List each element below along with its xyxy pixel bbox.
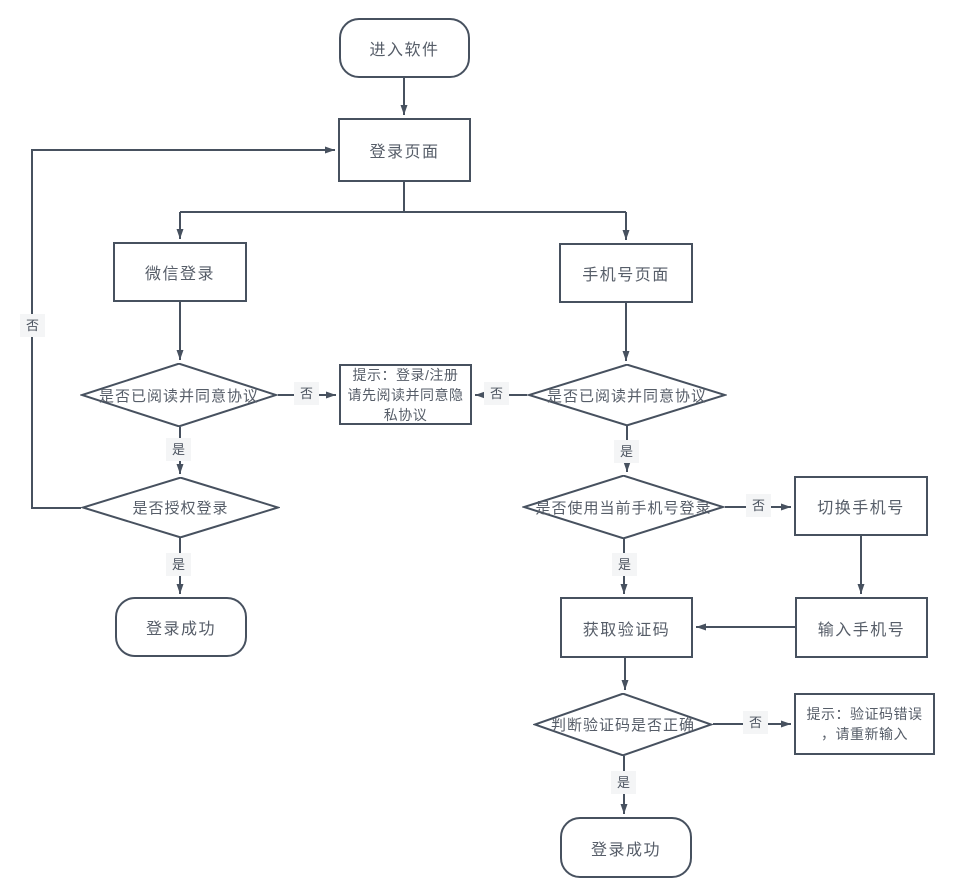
label-no-code-check: 否: [743, 711, 769, 734]
node-get-code-label: 获取验证码: [582, 621, 671, 639]
node-start-label: 进入软件: [369, 42, 440, 59]
node-current-phone-check-label: 是否使用当前手机号登录: [535, 499, 712, 517]
node-agree-notice-label: 提示：登录/注册 请先阅读并同意隐 私协议: [347, 366, 464, 423]
diamond-shape: [527, 364, 727, 426]
node-auth-check: 是否授权登录: [81, 477, 280, 538]
node-input-phone: 输入手机号: [795, 597, 928, 658]
node-auth-check-label: 是否授权登录: [132, 500, 229, 517]
node-wechat-login-label: 微信登录: [144, 266, 215, 283]
node-phone-page-label: 手机号页面: [582, 267, 670, 284]
diamond-shape: [533, 693, 713, 756]
node-code-check-label: 判断验证码是否正确: [550, 717, 695, 734]
label-yes-agree-left: 是: [166, 438, 192, 461]
node-code-error-notice-label: 提示：验证码错误 ，请重新输入: [806, 706, 923, 742]
node-input-phone-label: 输入手机号: [817, 621, 906, 639]
label-no-agree-right: 否: [484, 382, 510, 405]
label-no-auth-loop: 否: [20, 314, 46, 337]
node-current-phone-check: 是否使用当前手机号登录: [522, 475, 725, 539]
node-agree-notice: 提示：登录/注册 请先阅读并同意隐 私协议: [339, 364, 472, 425]
node-agree-check-left: 是否已阅读并同意协议: [80, 363, 278, 427]
node-switch-phone: 切换手机号: [794, 476, 928, 536]
label-no-agree-left: 否: [294, 382, 320, 405]
node-start: 进入软件: [339, 18, 470, 78]
node-agree-check-right-label: 是否已阅读并同意协议: [546, 387, 707, 405]
node-code-check: 判断验证码是否正确: [533, 693, 713, 756]
label-yes-auth: 是: [166, 553, 192, 576]
node-login-page-label: 登录页面: [369, 144, 440, 161]
label-yes-code-check: 是: [611, 771, 637, 794]
node-wechat-login: 微信登录: [113, 242, 247, 302]
label-no-current-phone: 否: [746, 494, 772, 517]
diamond-shape: [522, 475, 725, 539]
node-agree-check-right: 是否已阅读并同意协议: [527, 364, 727, 426]
node-code-error-notice: 提示：验证码错误 ，请重新输入: [794, 693, 935, 755]
node-phone-page: 手机号页面: [559, 243, 693, 303]
node-login-success-left-label: 登录成功: [145, 621, 216, 638]
node-login-success-bottom-label: 登录成功: [590, 841, 661, 859]
label-yes-agree-right: 是: [614, 440, 640, 463]
label-yes-current-phone: 是: [612, 553, 638, 576]
node-switch-phone-label: 切换手机号: [817, 500, 905, 517]
diamond-shape: [80, 363, 278, 427]
node-get-code: 获取验证码: [560, 597, 693, 658]
node-login-success-left: 登录成功: [115, 597, 247, 657]
node-login-success-bottom: 登录成功: [560, 817, 692, 878]
diamond-shape: [81, 477, 280, 538]
node-agree-check-left-label: 是否已阅读并同意协议: [98, 387, 259, 405]
node-login-page: 登录页面: [338, 118, 471, 182]
